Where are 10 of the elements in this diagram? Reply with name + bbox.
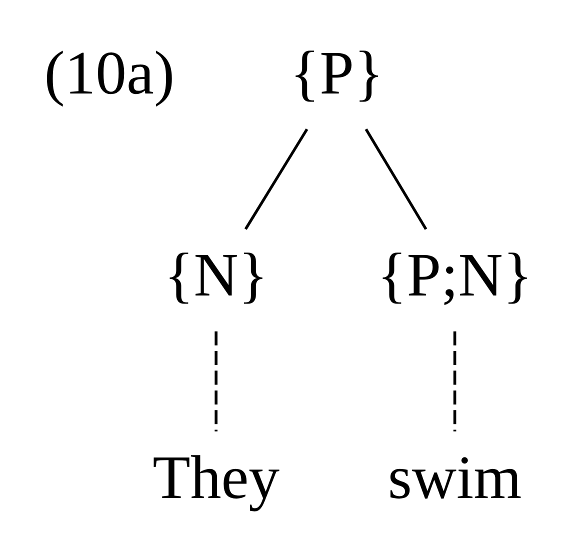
node-text: They — [152, 444, 280, 512]
node-text: {N} — [164, 242, 268, 310]
label: (10a) — [44, 40, 175, 108]
connector — [453, 331, 456, 432]
node-text: {P;N} — [377, 242, 533, 310]
connector — [214, 331, 218, 432]
connector — [364, 128, 428, 230]
node-text: swim — [388, 444, 522, 512]
node-text: {P} — [290, 40, 384, 108]
connector — [244, 128, 308, 230]
